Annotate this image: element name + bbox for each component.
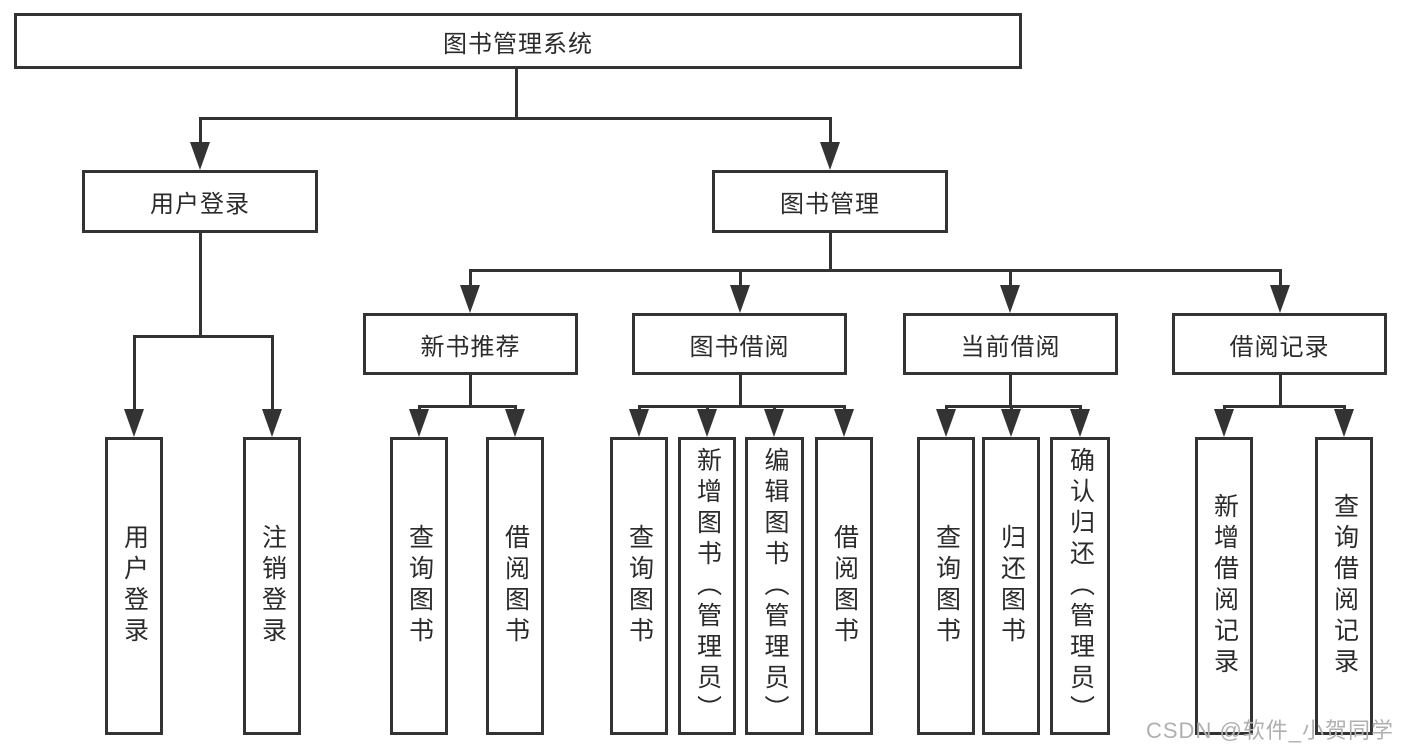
node-label: 图书借阅 xyxy=(689,333,790,361)
connector-line xyxy=(199,117,832,120)
node-borrowing-records: 借阅记录 xyxy=(1172,313,1387,375)
connector-line xyxy=(945,405,1082,408)
connector-line xyxy=(739,269,742,287)
connector-line xyxy=(418,405,517,408)
connector-line xyxy=(515,66,518,119)
connector-line xyxy=(469,269,472,287)
arrow-down-icon xyxy=(730,285,750,313)
node-leaf-borrow-books: 借阅图书 xyxy=(815,437,873,735)
node-current-borrowing: 当前借阅 xyxy=(903,313,1118,375)
connector-line xyxy=(199,117,202,145)
arrow-down-icon xyxy=(409,409,429,437)
node-book-borrowing: 图书借阅 xyxy=(632,313,847,375)
connector-line xyxy=(1009,372,1012,407)
node-label: 图书管理 xyxy=(780,191,880,218)
connector-line xyxy=(271,335,274,411)
node-leaf-query-books: 查询图书 xyxy=(610,437,668,735)
node-label: 查询借阅记录 xyxy=(1330,493,1359,679)
node-label: 当前借阅 xyxy=(960,333,1061,361)
connector-line xyxy=(469,269,1282,272)
connector-line xyxy=(1009,269,1012,287)
node-label: 编辑图书（管理员） xyxy=(761,446,789,726)
node-label: 注销登录 xyxy=(258,524,287,648)
connector-line xyxy=(829,117,832,145)
connector-line xyxy=(133,335,274,338)
connector-line xyxy=(469,372,472,407)
connector-line xyxy=(1010,405,1013,412)
arrow-down-icon xyxy=(1000,285,1020,313)
node-book-management: 图书管理 xyxy=(712,170,948,233)
connector-line xyxy=(739,372,742,407)
node-label: 查询图书 xyxy=(932,524,961,648)
node-label: 用户登录 xyxy=(120,524,149,648)
node-leaf-add-books-admin: 新增图书（管理员） xyxy=(678,437,736,735)
node-leaf-return-books: 归还图书 xyxy=(982,437,1040,735)
connector-line xyxy=(638,405,641,412)
node-leaf-confirm-return-admin: 确认归还（管理员） xyxy=(1050,437,1110,735)
node-leaf-query-borrow-record: 查询借阅记录 xyxy=(1315,437,1373,735)
connector-line xyxy=(829,233,832,272)
arrow-down-icon xyxy=(1270,285,1290,313)
connector-line xyxy=(1223,405,1346,408)
arrow-down-icon xyxy=(1070,409,1090,437)
connector-line xyxy=(706,405,709,412)
node-label: 新增借阅记录 xyxy=(1210,493,1239,679)
arrow-down-icon xyxy=(764,409,784,437)
node-label: 归还图书 xyxy=(997,524,1026,648)
node-leaf-borrow-books: 借阅图书 xyxy=(486,437,544,735)
connector-line xyxy=(1343,405,1346,412)
node-user-login: 用户登录 xyxy=(82,170,318,233)
connector-line xyxy=(1079,405,1082,412)
node-label: 图书管理系统 xyxy=(443,30,593,58)
arrow-down-icon xyxy=(1214,409,1234,437)
node-leaf-edit-books-admin: 编辑图书（管理员） xyxy=(745,437,804,735)
node-label: 新书推荐 xyxy=(420,333,521,361)
node-leaf-user-login: 用户登录 xyxy=(105,437,163,735)
arrow-down-icon xyxy=(629,409,649,437)
node-label: 新增图书（管理员） xyxy=(693,446,722,726)
connector-line xyxy=(945,405,948,412)
arrow-down-icon xyxy=(820,142,840,170)
node-label: 借阅图书 xyxy=(501,524,530,648)
arrow-down-icon xyxy=(1334,409,1354,437)
node-leaf-query-books: 查询图书 xyxy=(390,437,448,735)
connector-line xyxy=(1279,372,1282,407)
connector-line xyxy=(773,405,776,412)
node-label: 查询图书 xyxy=(625,524,654,648)
arrow-down-icon xyxy=(1001,409,1021,437)
arrow-down-icon xyxy=(190,142,210,170)
connector-line xyxy=(1279,269,1282,287)
connector-line xyxy=(514,405,517,412)
connector-line xyxy=(133,335,136,411)
node-label: 确认归还（管理员） xyxy=(1066,446,1095,726)
connector-line xyxy=(638,405,846,408)
arrow-down-icon xyxy=(460,285,480,313)
node-library-management-system: 图书管理系统 xyxy=(14,13,1022,69)
arrow-down-icon xyxy=(505,409,525,437)
arrow-down-icon xyxy=(936,409,956,437)
node-new-book-recommendation: 新书推荐 xyxy=(363,313,578,375)
node-leaf-add-borrow-record: 新增借阅记录 xyxy=(1195,437,1253,735)
node-leaf-query-books: 查询图书 xyxy=(917,437,975,735)
connector-line xyxy=(843,405,846,412)
connector-line xyxy=(199,233,202,337)
csdn-watermark: CSDN @软件_小贺同学 xyxy=(1146,718,1395,743)
arrow-down-icon xyxy=(834,409,854,437)
node-label: 查询图书 xyxy=(405,524,434,648)
node-label: 借阅图书 xyxy=(830,524,859,648)
arrow-down-icon xyxy=(124,409,144,437)
connector-line xyxy=(418,405,421,412)
connector-line xyxy=(1223,405,1226,412)
arrow-down-icon xyxy=(262,409,282,437)
node-leaf-logout: 注销登录 xyxy=(243,437,301,735)
arrow-down-icon xyxy=(697,409,717,437)
node-label: 借阅记录 xyxy=(1229,333,1330,361)
node-label: 用户登录 xyxy=(150,191,250,218)
